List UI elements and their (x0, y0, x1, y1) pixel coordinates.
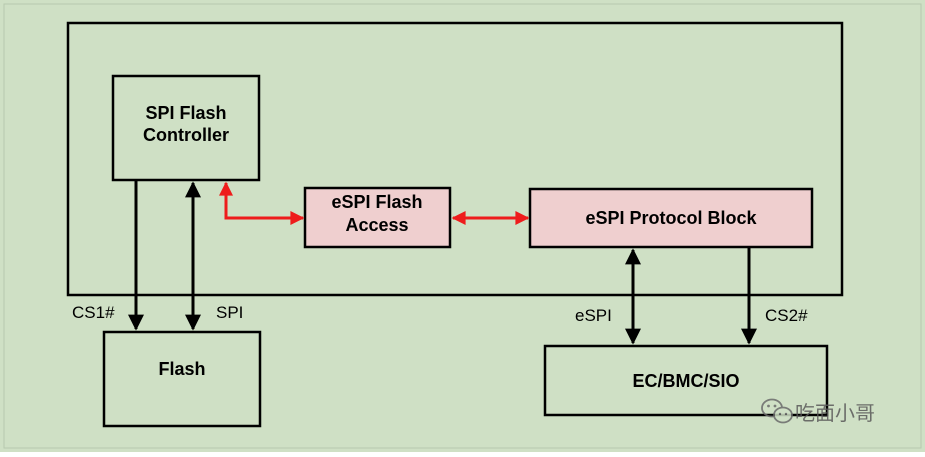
spi-flash-controller-block: SPI Flash Controller (111, 74, 261, 182)
espi-flash-access-label-line2: Access (345, 215, 408, 235)
spi-label: SPI (216, 303, 243, 322)
controller-to-flash-access-red-arrow (219, 181, 305, 225)
wechat-icon (761, 398, 793, 424)
espi-protocol-block-label: eSPI Protocol Block (585, 208, 757, 228)
espi-label: eSPI (575, 306, 612, 325)
ec-bmc-sio-block: EC/BMC/SIO (543, 344, 829, 417)
spi-flash-controller-label-line2: Controller (143, 125, 229, 145)
cs2-label: CS2# (765, 306, 808, 325)
host-container-box (66, 21, 844, 297)
espi-flash-access-label-line1: eSPI Flash (331, 192, 422, 212)
flash-block: Flash (102, 330, 262, 428)
cs1-label: CS1# (72, 303, 115, 322)
spi-flash-controller-label-line1: SPI Flash (145, 103, 226, 123)
ec-bmc-sio-label: EC/BMC/SIO (632, 371, 739, 391)
espi-protocol-block: eSPI Protocol Block (528, 187, 814, 249)
watermark: 吃面小哥 (761, 398, 875, 425)
espi-flash-access-block: eSPI Flash Access (303, 186, 452, 249)
flash-label: Flash (158, 359, 205, 379)
watermark-text: 吃面小哥 (795, 402, 875, 425)
outer-frame (3, 3, 922, 449)
